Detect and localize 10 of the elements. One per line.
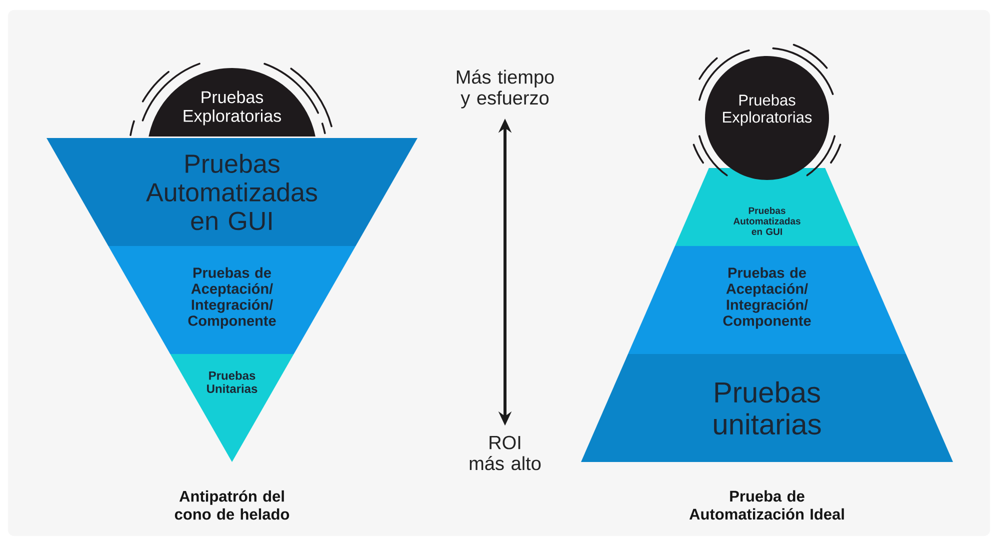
pyramid-band: Pruebas Unitarias [170,354,294,462]
text-label: Más tiempo y esfuerzo [456,70,554,108]
pyramid-band: Pruebas de Aceptación/ Integración/ Componente [628,246,906,354]
caption: Antipatrón del cono de helado [174,490,290,520]
caption: Prueba de Automatización Ideal [689,490,844,520]
pyramid-band: Pruebas Automatizadas en GUI [675,168,859,246]
text-label: ROI más alto [470,436,541,470]
pyramid-band: Pruebas de Aceptación/ Integración/ Componente [108,246,356,354]
pyramid-band: Pruebas Automatizadas en GUI [46,138,418,246]
pyramid-band: Pruebas unitarias [581,354,953,462]
